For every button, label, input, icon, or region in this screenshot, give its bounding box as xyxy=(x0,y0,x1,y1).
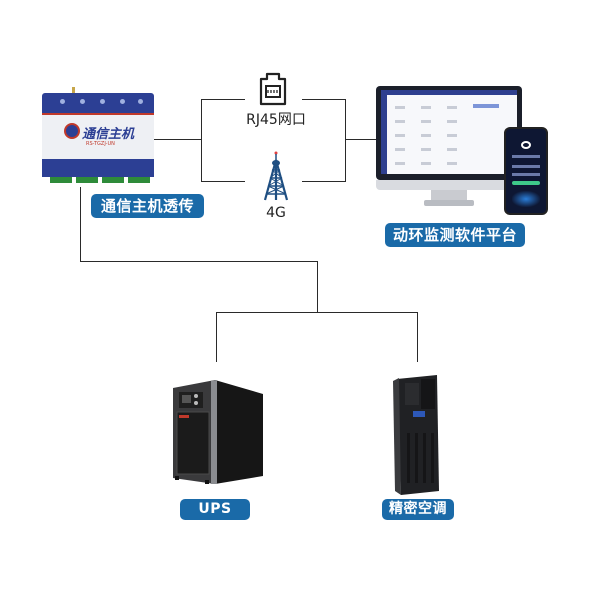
4g-path-right xyxy=(302,181,346,182)
device-face xyxy=(42,113,154,161)
device-model-text: RS-TGZJ-UN xyxy=(86,141,115,147)
terminal-block-icon xyxy=(76,177,98,183)
gateway-device-image[interactable]: 通信主机 RS-TGZJ-UN xyxy=(42,87,154,183)
terminal-block-icon xyxy=(102,177,124,183)
phone-input-field xyxy=(512,165,540,168)
4g-label: 4G xyxy=(266,205,286,221)
rj45-path-right xyxy=(302,99,346,100)
app-card xyxy=(421,120,431,123)
app-header-bar xyxy=(381,90,517,95)
app-card xyxy=(395,148,405,151)
indicator-led xyxy=(100,99,105,104)
device-bottom-panel xyxy=(42,159,154,177)
app-highlight-bar xyxy=(473,104,499,108)
app-card xyxy=(421,106,431,109)
app-card xyxy=(395,162,405,165)
branch-horizontal xyxy=(216,312,418,313)
app-card xyxy=(447,162,457,165)
device-top-panel xyxy=(42,93,154,113)
precision-ac-cabinet-icon[interactable] xyxy=(393,375,443,495)
terminal-block-icon xyxy=(50,177,72,183)
app-card xyxy=(395,106,405,109)
terminal-block-icon xyxy=(128,177,150,183)
device-brand-text: 通信主机 xyxy=(82,127,135,142)
gateway-label-badge: 通信主机透传 xyxy=(91,194,204,218)
rj45-label: RJ45网口 xyxy=(246,112,306,128)
network-bracket-right xyxy=(345,99,346,181)
trunk-horizontal xyxy=(80,261,318,262)
branch-to-ac xyxy=(417,312,418,362)
monitor-app-screenshot xyxy=(381,90,517,174)
platform-label-badge: 动环监测软件平台 xyxy=(385,223,525,247)
ups-cabinet-icon[interactable] xyxy=(165,380,265,488)
ethernet-port-icon xyxy=(259,72,287,106)
app-card xyxy=(395,120,405,123)
4g-path-left xyxy=(201,181,245,182)
link-gateway-to-network xyxy=(154,139,202,140)
indicator-led xyxy=(138,99,143,104)
monitor-icon[interactable] xyxy=(376,86,522,206)
phone-login-button xyxy=(512,181,540,185)
link-network-to-platform xyxy=(345,139,379,140)
app-card xyxy=(421,148,431,151)
app-card xyxy=(447,106,457,109)
app-card xyxy=(421,134,431,137)
indicator-led xyxy=(60,99,65,104)
app-card xyxy=(447,134,457,137)
ac-label-badge: 精密空调 xyxy=(382,499,454,520)
indicator-led xyxy=(120,99,125,104)
app-logo-icon xyxy=(521,141,531,149)
antenna-icon xyxy=(72,87,75,94)
trunk-drop xyxy=(317,261,318,313)
brand-logo-icon xyxy=(64,123,80,139)
branch-to-ups xyxy=(216,312,217,362)
network-bracket-left xyxy=(201,99,202,181)
indicator-led xyxy=(80,99,85,104)
phone-illustration xyxy=(512,191,540,207)
phone-input-field xyxy=(512,173,540,176)
monitor-stand-base xyxy=(424,200,474,206)
ups-label-badge: UPS xyxy=(180,499,250,520)
phone-title-bar xyxy=(512,155,540,158)
monitor-stand-neck xyxy=(431,190,467,200)
app-card xyxy=(421,162,431,165)
cell-tower-icon xyxy=(263,151,289,201)
monitor-chin xyxy=(376,180,522,190)
app-card xyxy=(447,120,457,123)
app-card xyxy=(447,148,457,151)
app-sidebar xyxy=(381,95,387,174)
smartphone-icon[interactable] xyxy=(504,127,548,215)
rj45-path-left xyxy=(201,99,245,100)
app-card xyxy=(395,134,405,137)
link-gateway-down xyxy=(80,187,81,262)
